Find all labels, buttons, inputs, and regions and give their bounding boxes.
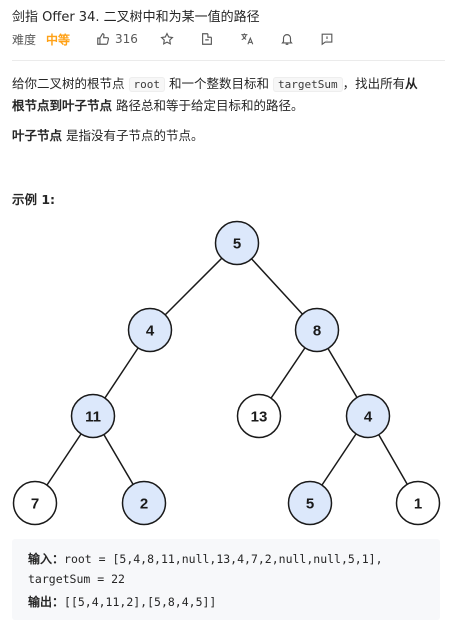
like-button[interactable]: 316 [96, 32, 138, 46]
output-label: 输出： [28, 595, 65, 609]
share-button[interactable] [200, 32, 214, 46]
tree-node-label: 2 [140, 496, 148, 513]
tree-node: 4 [345, 393, 391, 439]
tree-node: 5 [214, 220, 260, 266]
tree-node: 5 [287, 480, 333, 526]
leaf-definition: 叶子节点 是指没有子节点的节点。 [12, 125, 442, 146]
problem-meta-bar: 难度 中等 316 [12, 30, 334, 48]
tree-node-circle [121, 480, 167, 526]
emphasis-text: 从 [405, 76, 418, 91]
input-value: root = [5,4,8,11,null,13,4,7,2,null,null… [64, 552, 383, 566]
favorite-button[interactable] [160, 32, 174, 46]
tree-node-label: 5 [233, 236, 241, 253]
share-icon [201, 33, 212, 45]
tree-node: 11 [70, 393, 116, 439]
output-value: [[5,4,11,2],[5,8,4,5]] [64, 595, 217, 609]
tree-node-circle [294, 307, 340, 353]
tree-node-circle [345, 393, 391, 439]
subscribe-button[interactable] [280, 32, 294, 46]
emphasis-text: 叶子节点 [12, 128, 63, 143]
like-count: 316 [115, 32, 138, 46]
tree-node: 2 [121, 480, 167, 526]
star-icon [160, 32, 174, 45]
feedback-icon [321, 33, 333, 46]
translate-button[interactable] [240, 32, 254, 46]
tree-node-circle [236, 393, 282, 439]
difficulty-label: 难度 [12, 32, 37, 47]
tree-node-label: 8 [313, 323, 321, 340]
tree-node: 4 [127, 307, 173, 353]
binary-tree-diagram: 5 4 8 11 13 4 7 2 5 1 [12, 220, 441, 526]
tree-node: 13 [236, 393, 282, 439]
difficulty-badge: 中等 [46, 32, 71, 47]
tree-node-label: 4 [146, 323, 155, 340]
tree-node-circle [127, 307, 173, 353]
emphasis-text: 根节点到叶子节点 [12, 98, 113, 113]
description-text: 和一个整数目标和 [168, 76, 269, 91]
tree-node-label: 1 [414, 496, 422, 513]
tree-node-circle [70, 393, 116, 439]
header-divider [12, 60, 445, 61]
tree-node-label: 7 [31, 496, 39, 513]
translate-icon [241, 33, 254, 45]
description-text: ，找出所有 [342, 76, 406, 91]
tree-node: 7 [12, 480, 58, 526]
description-text: 给你二叉树的根节点 [12, 76, 125, 91]
tree-node-circle [287, 480, 333, 526]
input-value: targetSum = 22 [28, 572, 125, 586]
input-label: 输入： [28, 552, 65, 566]
inline-code-root: root [128, 77, 165, 92]
tree-node-label: 4 [364, 409, 373, 426]
feedback-button[interactable] [320, 32, 334, 46]
tree-node: 8 [294, 307, 340, 353]
description-text: 路径总和等于给定目标和的路径。 [116, 98, 304, 113]
example-title: 示例 1: [12, 192, 56, 207]
tree-node-label: 5 [306, 496, 314, 513]
tree-node-circle [12, 480, 58, 526]
example-io-block: 输入：root = [5,4,8,11,null,13,4,7,2,null,n… [12, 539, 440, 620]
problem-description: 给你二叉树的根节点 root 和一个整数目标和 targetSum，找出所有从根… [12, 73, 442, 116]
tree-node-circle [214, 220, 260, 266]
tree-node-circle [395, 480, 441, 526]
description-text: 是指没有子节点的节点。 [66, 128, 204, 143]
tree-node-label: 11 [85, 409, 101, 426]
tree-node: 1 [395, 480, 441, 526]
thumb-up-icon [97, 33, 110, 45]
tree-node-label: 13 [251, 409, 268, 426]
inline-code-targetsum: targetSum [272, 77, 343, 92]
bell-icon [281, 34, 293, 45]
problem-title: 剑指 Offer 34. 二叉树中和为某一值的路径 [12, 10, 260, 25]
